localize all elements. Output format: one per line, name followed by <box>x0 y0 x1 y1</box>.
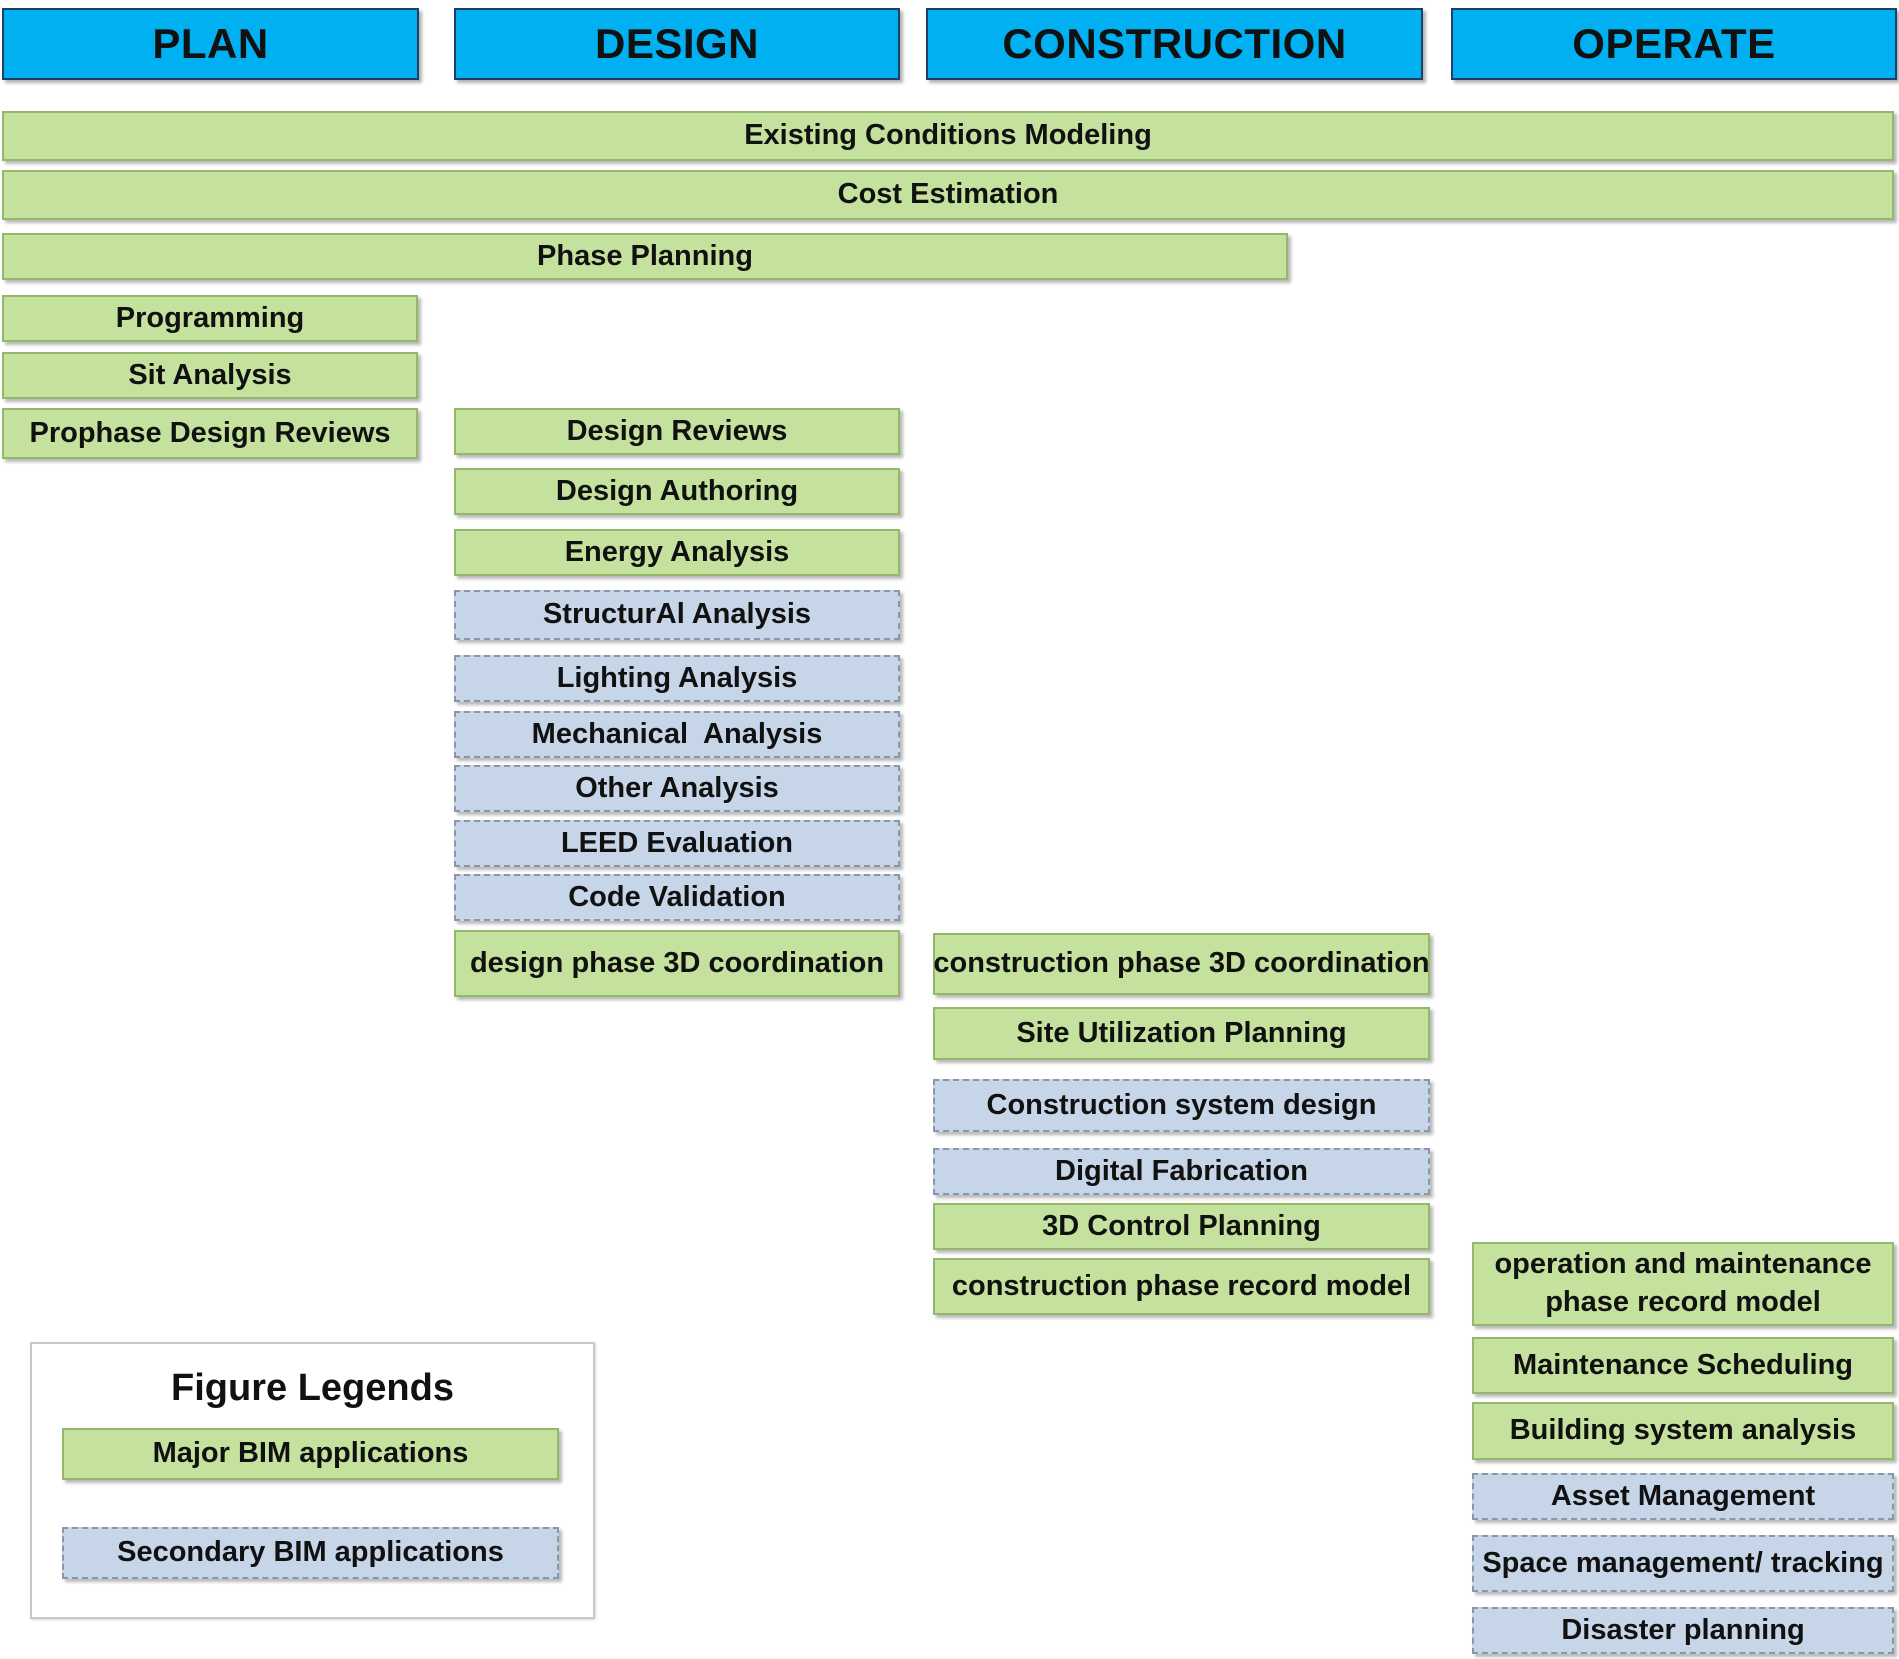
asset-management: Asset Management <box>1472 1473 1894 1520</box>
prophase-design-reviews: Prophase Design Reviews <box>2 408 418 459</box>
digital-fabrication: Digital Fabrication <box>933 1148 1430 1195</box>
existing-conditions-modeling: Existing Conditions Modeling <box>2 111 1894 161</box>
legend-secondary-swatch: Secondary BIM applications <box>62 1527 559 1579</box>
site-utilization-planning: Site Utilization Planning <box>933 1007 1430 1060</box>
mechanical-analysis: Mechanical Analysis <box>454 711 900 758</box>
phase-header-plan: PLAN <box>2 8 419 80</box>
building-system-analysis: Building system analysis <box>1472 1402 1894 1460</box>
leed-evaluation: LEED Evaluation <box>454 820 900 867</box>
phase-header-design: DESIGN <box>454 8 900 80</box>
disaster-planning: Disaster planning <box>1472 1607 1894 1654</box>
construction-system-design: Construction system design <box>933 1079 1430 1132</box>
site-analysis: Sit Analysis <box>2 352 418 399</box>
om-record-model-line1: operation and maintenance <box>1494 1248 1872 1281</box>
legend-title: Figure Legends <box>171 1366 454 1409</box>
legend-major-swatch: Major BIM applications <box>62 1428 559 1480</box>
phase-header-construction: CONSTRUCTION <box>926 8 1423 80</box>
maintenance-scheduling: Maintenance Scheduling <box>1472 1337 1894 1394</box>
code-validation: Code Validation <box>454 874 900 921</box>
design-phase-3d-coordination: design phase 3D coordination <box>454 930 900 997</box>
construction-phase-3d-coordination: construction phase 3D coordination <box>933 933 1430 995</box>
design-reviews: Design Reviews <box>454 408 900 455</box>
3d-control-planning: 3D Control Planning <box>933 1203 1430 1250</box>
energy-analysis: Energy Analysis <box>454 529 900 576</box>
phase-header-operate: OPERATE <box>1451 8 1897 80</box>
programming: Programming <box>2 295 418 342</box>
om-record-model-line2: phase record model <box>1545 1286 1821 1318</box>
space-management-tracking: Space management/ tracking <box>1472 1535 1894 1592</box>
om-phase-record-model: operation and maintenance phase record m… <box>1472 1242 1894 1326</box>
cost-estimation: Cost Estimation <box>2 170 1894 220</box>
other-analysis: Other Analysis <box>454 765 900 812</box>
design-authoring: Design Authoring <box>454 468 900 515</box>
structural-analysis: StructurAl Analysis <box>454 590 900 640</box>
phase-planning: Phase Planning <box>2 233 1288 280</box>
construction-phase-record-model: construction phase record model <box>933 1258 1430 1315</box>
lighting-analysis: Lighting Analysis <box>454 655 900 702</box>
